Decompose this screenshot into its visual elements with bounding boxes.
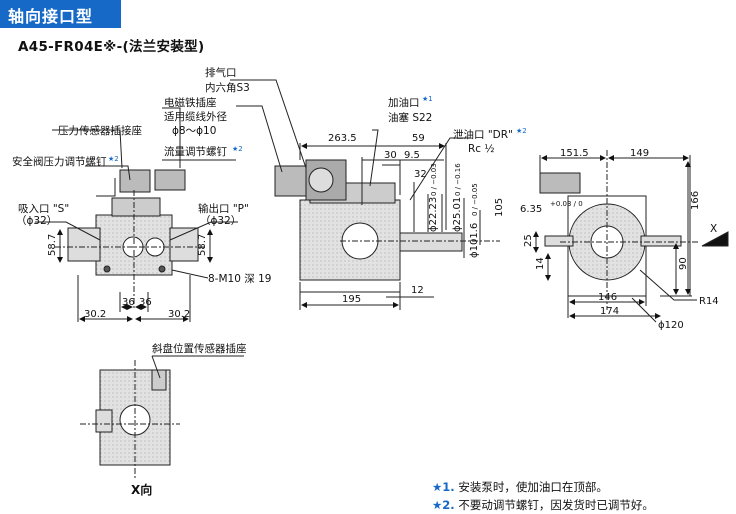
dim-12: 12 xyxy=(411,285,424,296)
side-view xyxy=(230,79,500,310)
relief-adjust-screw-label: 安全阀压力调节螺钉 xyxy=(12,155,107,168)
fill-port-label: 加油口 xyxy=(388,96,420,109)
plug-s22-label: 油塞 S22 xyxy=(388,111,432,124)
dim-166: 166 xyxy=(690,191,701,210)
dim-146: 146 xyxy=(598,292,617,303)
dim-r14: R14 xyxy=(699,296,719,307)
x-arrow-label: X xyxy=(710,223,717,235)
star-1-mark: ★1 xyxy=(422,95,433,103)
note-1-mark: ★1. xyxy=(432,480,455,494)
suction-dia-label: （ϕ32） xyxy=(16,215,57,227)
flow-adjust-screw-label: 流量调节螺钉 xyxy=(164,145,227,158)
front-view xyxy=(35,107,238,322)
section-title: 轴向接口型 xyxy=(8,7,94,26)
dim-9-5: 9.5 xyxy=(404,150,420,161)
dim-59: 59 xyxy=(412,133,425,144)
section-header: 轴向接口型 xyxy=(0,0,121,28)
bolt-spec-label: 8-M10 深 19 xyxy=(208,273,271,285)
note-1-text: 安装泵时，使加油口在顶部。 xyxy=(458,480,608,494)
output-port-label: 输出口 "P" xyxy=(198,202,249,215)
vent-port-label: 排气口 xyxy=(205,66,237,79)
model-title: A45-FR04E※-(法兰安装型) xyxy=(18,39,205,55)
notes: ★1. 安装泵时，使加油口在顶部。 ★2. 不要动调节螺钉，因发货时已调节好。 xyxy=(432,478,654,514)
dim-dia-22-tol: 0 / −0.03 xyxy=(430,163,438,196)
swash-sensor-socket-label: 斜盘位置传感器插座 xyxy=(152,342,247,355)
dim-6-35: 6.35 xyxy=(520,204,542,215)
dim-dia-25-01: ϕ25.01 xyxy=(452,197,463,232)
dim-58-7-right: 58.7 xyxy=(197,234,208,256)
suction-port-label: 吸入口 "S" xyxy=(18,203,69,215)
dim-149: 149 xyxy=(630,148,649,159)
x-view-label: X向 xyxy=(131,483,153,497)
dim-151-5: 151.5 xyxy=(560,148,589,159)
dim-dia-101-6: ϕ101.6 xyxy=(469,223,480,258)
dim-6-35-tol: +0.03 / 0 xyxy=(550,200,583,208)
dim-30-2-a: 30.2 xyxy=(84,309,106,320)
dim-dia-120: ϕ120 xyxy=(658,320,684,331)
note-2-mark: ★2. xyxy=(432,498,455,512)
dim-195: 195 xyxy=(342,294,361,305)
note-1: ★1. 安装泵时，使加油口在顶部。 xyxy=(432,478,654,496)
end-view xyxy=(533,150,729,323)
x-view xyxy=(80,355,244,478)
star-2-mark-a: ★2 xyxy=(232,145,243,153)
dim-263-5: 263.5 xyxy=(328,133,357,144)
dim-30: 30 xyxy=(384,150,397,161)
dim-dia-22-23: ϕ22.23 xyxy=(428,197,439,232)
note-2-text: 不要动调节螺钉，因发货时已调节好。 xyxy=(458,498,654,512)
dim-36-b: 36 xyxy=(139,297,152,308)
dim-32: 32 xyxy=(414,169,427,180)
dim-36-a: 36 xyxy=(122,297,135,308)
solenoid-socket-label: 电磁铁插座 xyxy=(164,96,217,109)
pressure-sensor-socket-label: 压力传感器插接座 xyxy=(58,124,142,137)
dim-105: 105 xyxy=(494,198,505,217)
dim-30-2-b: 30.2 xyxy=(168,309,190,320)
cable-od-label: 适用缆线外径 xyxy=(164,110,227,123)
dim-dia-101-tol: 0 / −0.05 xyxy=(471,183,479,216)
dim-90: 90 xyxy=(678,257,689,270)
hex-s3-label: 内六角S3 xyxy=(205,81,250,94)
dim-58-7-left: 58.7 xyxy=(47,234,58,256)
dim-14: 14 xyxy=(535,257,546,270)
note-2: ★2. 不要动调节螺钉，因发货时已调节好。 xyxy=(432,496,654,514)
cable-range-label: ϕ8～ϕ10 xyxy=(172,125,216,137)
drain-port-label: 泄油口 "DR" xyxy=(453,128,513,141)
star-2-mark-b: ★2 xyxy=(108,155,119,163)
star-2-mark-c: ★2 xyxy=(516,127,527,135)
drain-thread-label: Rc ½ xyxy=(468,143,495,155)
output-dia-label: （ϕ32） xyxy=(200,215,241,227)
dim-dia-25-tol: 0 / −0.16 xyxy=(454,163,462,196)
dim-174: 174 xyxy=(600,306,619,317)
dim-25: 25 xyxy=(523,234,534,247)
